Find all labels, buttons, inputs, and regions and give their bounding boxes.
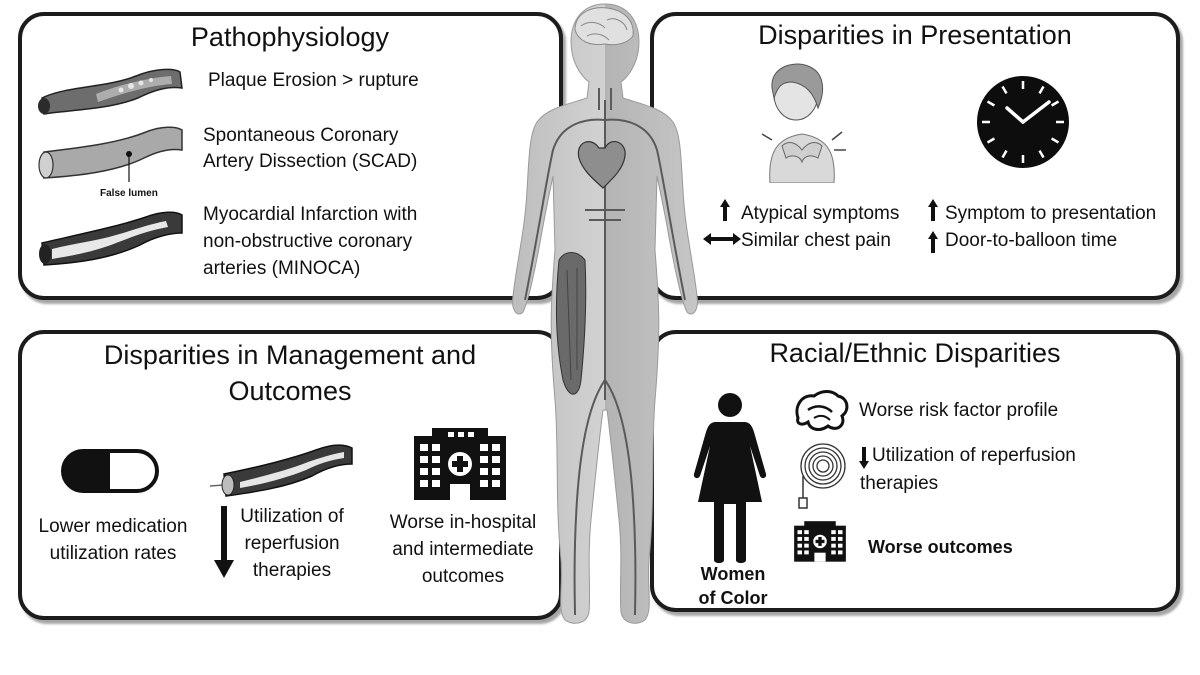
similar-chest-pain-text: Similar chest pain xyxy=(741,230,891,251)
scad-artery-icon xyxy=(38,126,183,182)
plaque-erosion-text: Plaque Erosion > rupture xyxy=(208,70,419,91)
false-lumen-label: False lumen xyxy=(100,188,158,199)
reperfusion-text-line3: therapies xyxy=(252,560,332,581)
woman-figure-icon xyxy=(693,393,767,563)
catheter-coil-icon xyxy=(798,443,846,509)
clock-icon xyxy=(977,76,1069,168)
hospital-icon xyxy=(414,428,506,500)
up-arrow-icon xyxy=(928,199,938,221)
scad-text-line1: Spontaneous Coronary xyxy=(203,125,399,146)
door-to-balloon-text: Door-to-balloon time xyxy=(945,230,1118,251)
stented-artery-icon xyxy=(209,444,353,497)
racial-title: Racial/Ethnic Disparities xyxy=(769,338,1061,368)
management-title-line2: Outcomes xyxy=(228,376,352,406)
pill-capsule-icon xyxy=(61,449,159,493)
presentation-panel xyxy=(650,12,1180,300)
worse-outcomes-text: Worse outcomes xyxy=(868,537,1013,557)
pathophysiology-title: Pathophysiology xyxy=(190,22,390,52)
minoca-text-line3: arteries (MINOCA) xyxy=(203,258,361,279)
minoca-artery-icon xyxy=(39,211,183,266)
symptom-to-presentation-text: Symptom to presentation xyxy=(945,203,1157,224)
lower-medication-text-line1: Lower medication xyxy=(38,516,188,537)
up-arrow-icon xyxy=(720,199,730,221)
hospital-icon xyxy=(794,521,846,562)
down-arrow-icon xyxy=(859,447,869,469)
plaque-artery-icon xyxy=(38,68,183,115)
minoca-text-line2: non-obstructive coronary xyxy=(203,231,413,252)
worse-risk-factor-text: Worse risk factor profile xyxy=(859,400,1059,421)
pancreas-icon xyxy=(795,390,849,431)
worse-in-hospital-text-line3: outcomes xyxy=(421,566,505,587)
minoca-text-line1: Myocardial Infarction with xyxy=(203,204,418,225)
scad-text-line2: Artery Dissection (SCAD) xyxy=(203,151,418,172)
racial-reperfusion-text-line2: therapies xyxy=(860,473,939,494)
reperfusion-text-line2: reperfusion xyxy=(244,533,340,554)
women-of-color-line1: Women xyxy=(700,564,766,584)
racial-reperfusion-text-line1: Utilization of reperfusion xyxy=(872,445,1076,466)
women-of-color-line2: of Color xyxy=(698,588,768,608)
down-arrow-icon xyxy=(214,506,234,578)
reperfusion-text-line1: Utilization of xyxy=(240,506,344,527)
up-arrow-icon xyxy=(928,231,938,253)
worse-in-hospital-text-line1: Worse in-hospital xyxy=(389,512,537,533)
presentation-title: Disparities in Presentation xyxy=(758,20,1072,50)
left-right-arrow-icon xyxy=(703,233,741,245)
woman-chest-pain-icon xyxy=(761,63,846,183)
lower-medication-text-line2: utilization rates xyxy=(49,543,177,564)
worse-in-hospital-text-line2: and intermediate xyxy=(392,539,534,560)
management-title-line1: Disparities in Management and xyxy=(103,340,477,370)
atypical-symptoms-text: Atypical symptoms xyxy=(741,203,900,224)
